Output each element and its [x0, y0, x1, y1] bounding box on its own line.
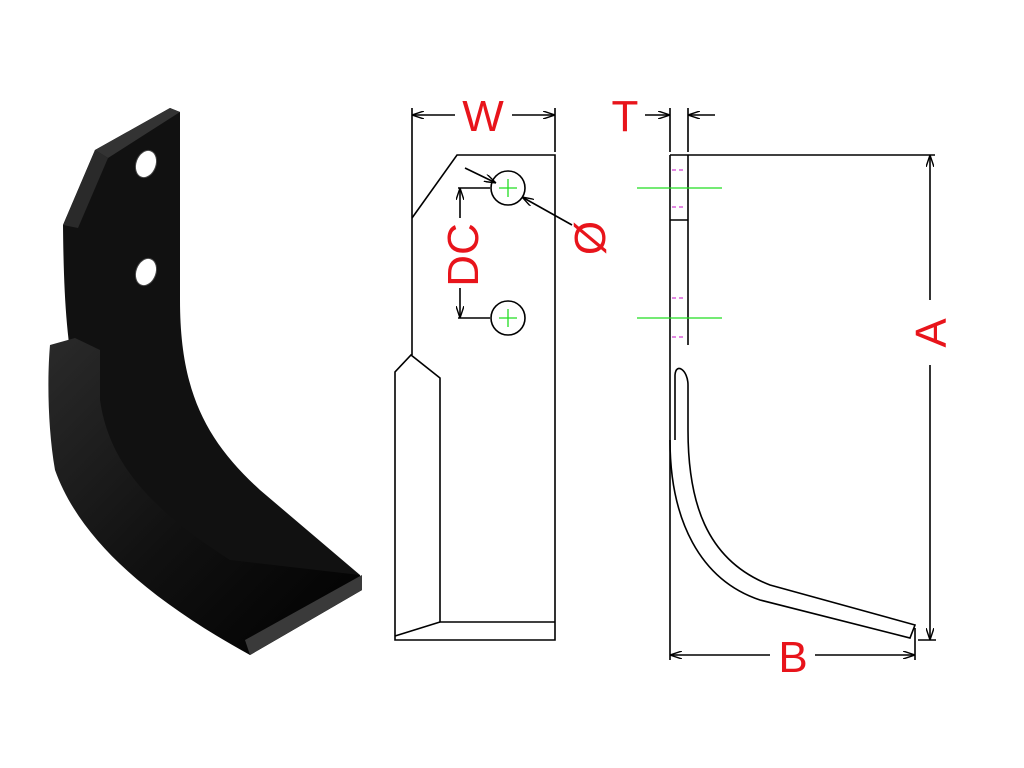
height-label: A: [907, 318, 956, 348]
depth-label: B: [778, 633, 807, 682]
front-view: [394, 108, 573, 641]
side-view: [637, 108, 936, 660]
blade-3d-render: [48, 108, 362, 655]
width-label: W: [462, 92, 504, 141]
hole-diameter-label: Ø: [566, 221, 615, 255]
hole-distance-label: DC: [439, 223, 488, 287]
thickness-label: T: [612, 92, 639, 141]
